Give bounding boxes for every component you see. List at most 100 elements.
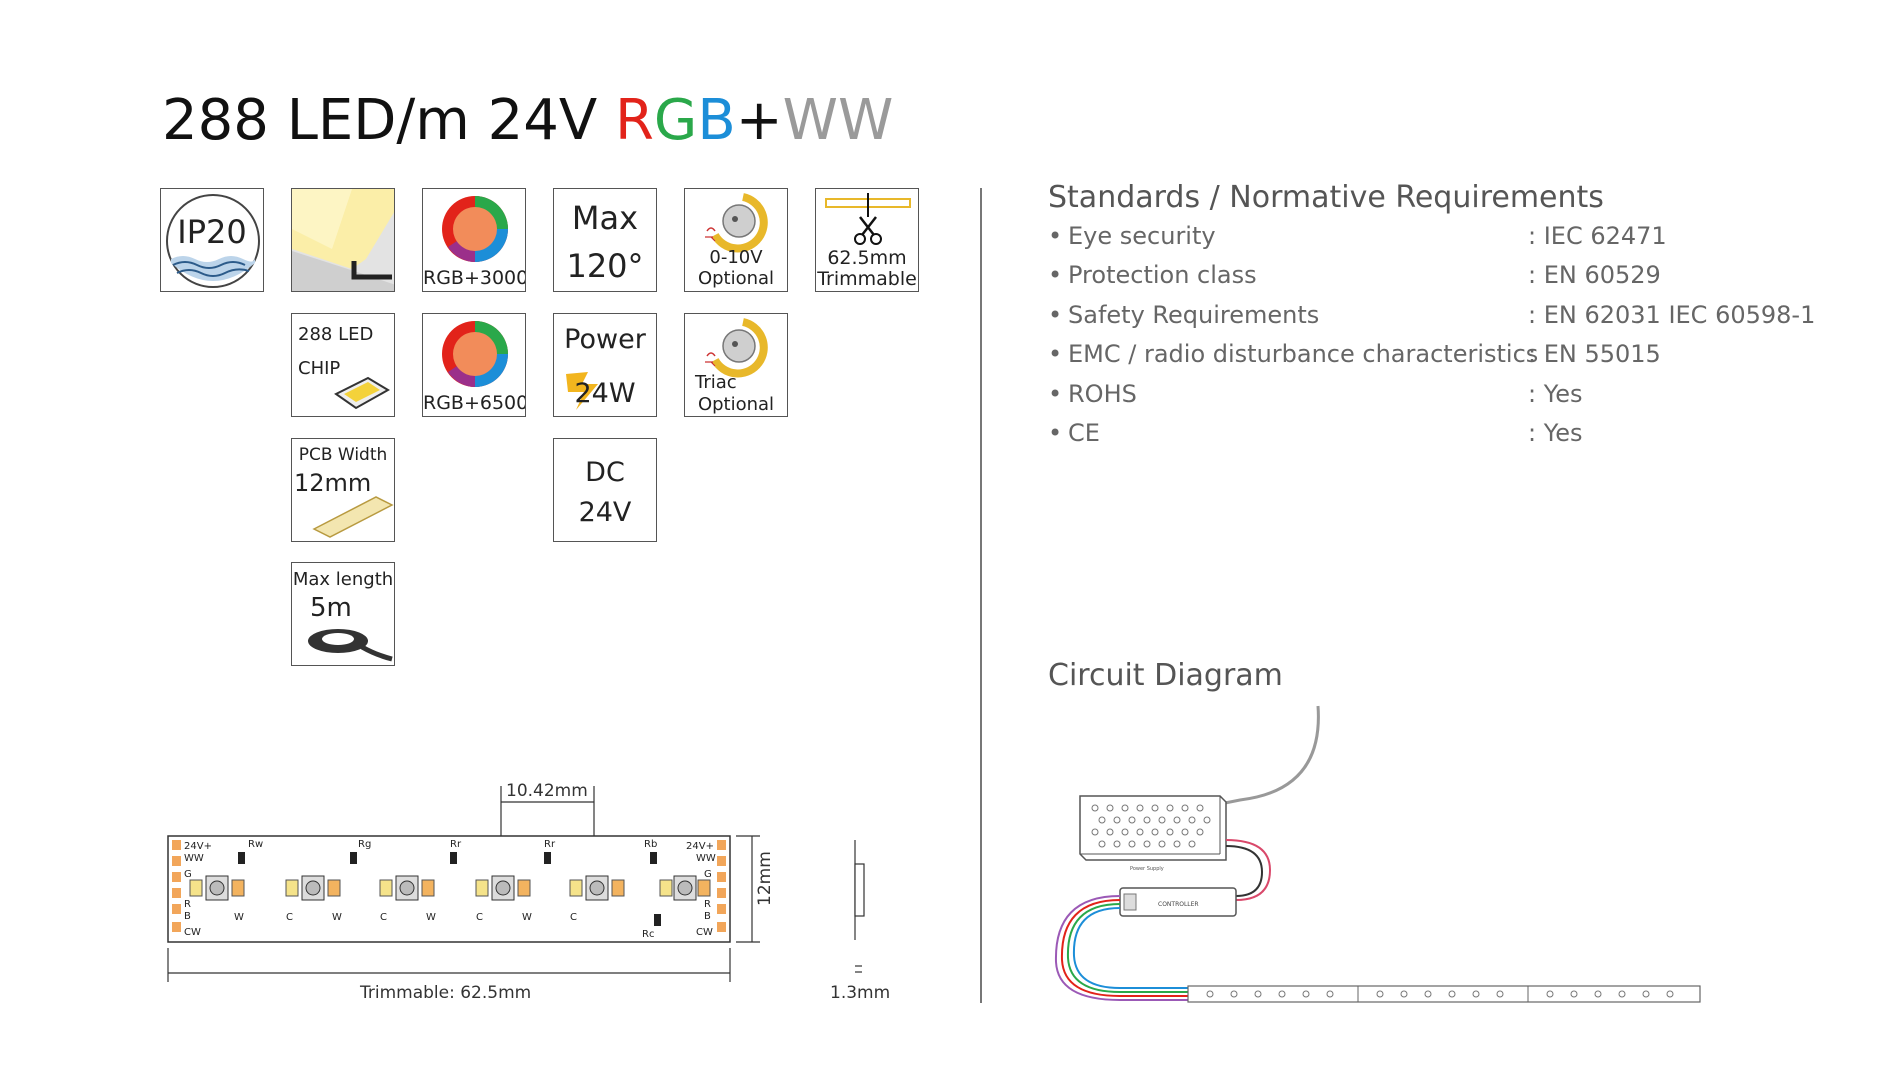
strip-body xyxy=(167,835,731,943)
triac-tile: Triac Optional xyxy=(684,313,788,417)
rgb-wire-green xyxy=(1066,903,1188,993)
red-wire xyxy=(1225,839,1272,901)
dim-010v-label2: Optional xyxy=(697,268,775,289)
pad-right-g: G xyxy=(704,869,712,880)
standard-value: : EN 62031 IEC 60598-1 xyxy=(1528,301,1816,329)
resistor-rr2: Rr xyxy=(544,839,556,850)
trimmable-label1: 62.5mm xyxy=(827,247,907,269)
rgb-wire-white xyxy=(1054,895,1188,1001)
title-main: 288 LED/m 24V xyxy=(162,88,615,153)
title-ww: WW xyxy=(782,88,894,153)
pad-right-24v: 24V+ xyxy=(686,841,714,852)
strip-dimension-drawing: 10.42mm 24V+ WW G R B CW 24V+ WW G R B C… xyxy=(167,781,890,1003)
dim-010v-tile: 0-10V Optional xyxy=(684,188,788,292)
trimmable-tile: 62.5mm Trimmable xyxy=(815,188,919,292)
standard-row: • EMC / radio disturbance characteristic… xyxy=(1048,340,1808,376)
standard-row: • Eye security : IEC 62471 xyxy=(1048,222,1808,258)
standard-value: : EN 60529 xyxy=(1528,261,1661,289)
led-chip-icon xyxy=(334,376,390,410)
power-label2: 24W xyxy=(574,378,636,409)
thickness-label: 1.3mm xyxy=(830,983,890,1003)
standard-row: • CE : Yes xyxy=(1048,419,1808,455)
standard-row: • Safety Requirements : EN 62031 IEC 605… xyxy=(1048,301,1815,337)
resistor-rg: Rg xyxy=(358,839,371,850)
pad-left-ww: WW xyxy=(184,853,204,864)
rgb6500-tile: RGB+6500 xyxy=(422,313,526,417)
power-supply-label: Power Supply xyxy=(1130,866,1164,872)
pitch-label: 10.42mm xyxy=(506,781,588,801)
circuit-heading: Circuit Diagram xyxy=(1048,658,1283,693)
rgb3000-tile: RGB+3000 xyxy=(422,188,526,292)
pcb-strip-icon xyxy=(312,496,394,538)
led-letter-c: C xyxy=(380,912,387,923)
pcb-width-tile: PCB Width 12mm xyxy=(291,438,395,542)
light-effect-tile xyxy=(291,188,395,292)
pad-right-ww: WW xyxy=(696,853,716,864)
standard-label: Eye security xyxy=(1068,222,1216,250)
led-letter-w: W xyxy=(332,912,342,923)
pad-right-cw: CW xyxy=(696,927,713,938)
power-tile: Power 24W xyxy=(553,313,657,417)
bullet: • xyxy=(1048,380,1063,408)
ip20-icon xyxy=(166,194,260,288)
dimmer-knob-icon xyxy=(705,318,768,378)
dc-label1: DC xyxy=(585,457,625,488)
scissors-icon xyxy=(825,193,911,245)
led-packages xyxy=(189,875,711,901)
ip20-tile: IP20 xyxy=(160,188,264,292)
controller-label: CONTROLLER xyxy=(1158,901,1199,908)
pcb-width-label2: 12mm xyxy=(294,469,372,497)
standards-heading: Standards / Normative Requirements xyxy=(1048,180,1604,215)
ip20-label: IP20 xyxy=(177,213,247,251)
bullet: • xyxy=(1048,419,1063,447)
light-effect-icon xyxy=(292,189,394,291)
title-g: G xyxy=(653,88,698,153)
dimmer-knob-icon xyxy=(705,193,768,253)
rgb-color-wheel-icon xyxy=(442,321,508,387)
controller: CONTROLLER xyxy=(1119,887,1237,917)
resistors xyxy=(238,852,661,926)
led-letter-c: C xyxy=(286,912,293,923)
led-letter-c: C xyxy=(476,912,483,923)
led-chip-tile: 288 LED CHIP xyxy=(291,313,395,417)
beam-angle-tile: Max 120° xyxy=(553,188,657,292)
dim-010v-label1: 0-10V xyxy=(709,247,763,268)
title-r: R xyxy=(614,88,654,153)
title-plus: + xyxy=(735,88,783,153)
resistor-rw: Rw xyxy=(248,839,263,850)
led-letter-c: C xyxy=(570,912,577,923)
pad-left-24v: 24V+ xyxy=(184,841,212,852)
triac-label2: Optional xyxy=(697,394,775,415)
bullet: • xyxy=(1048,222,1063,250)
resistor-rb: Rb xyxy=(644,839,657,850)
led-letter-w: W xyxy=(426,912,436,923)
standard-label: CE xyxy=(1068,419,1100,447)
led-letter-w: W xyxy=(522,912,532,923)
standard-label: Safety Requirements xyxy=(1068,301,1320,329)
beam-max-label: Max xyxy=(571,199,639,237)
rgb6500-label: RGB+6500 xyxy=(423,392,526,414)
resistor-rc: Rc xyxy=(642,929,654,940)
power-supply: Power Supply xyxy=(1079,795,1227,872)
standard-value: : IEC 62471 xyxy=(1528,222,1667,250)
rgb3000-label: RGB+3000 xyxy=(423,267,526,289)
beam-angle-label: 120° xyxy=(566,247,644,285)
max-length-label2: 5m xyxy=(310,593,352,623)
right-solder-pads xyxy=(717,840,726,932)
resistor-rr1: Rr xyxy=(450,839,462,850)
title-b: B xyxy=(697,88,736,153)
standard-label: EMC / radio disturbance characteristics xyxy=(1068,340,1539,368)
circuit-diagram: Power Supply CONTROLLER xyxy=(1054,705,1701,1003)
side-view-profile xyxy=(854,863,865,917)
trimmable-length-label: Trimmable: 62.5mm xyxy=(359,983,531,1003)
pad-right-b: B xyxy=(704,911,711,922)
trimmable-label2: Trimmable xyxy=(817,268,917,290)
led-letter-w: W xyxy=(234,912,244,923)
rgb-wire-blue xyxy=(1072,907,1188,989)
standard-value: : EN 55015 xyxy=(1528,340,1661,368)
pad-left-cw: CW xyxy=(184,927,201,938)
pad-left-r: R xyxy=(184,899,191,910)
section-divider xyxy=(980,188,982,1003)
pad-right-r: R xyxy=(704,899,711,910)
page-title: 288 LED/m 24V RGB+WW xyxy=(162,88,893,153)
